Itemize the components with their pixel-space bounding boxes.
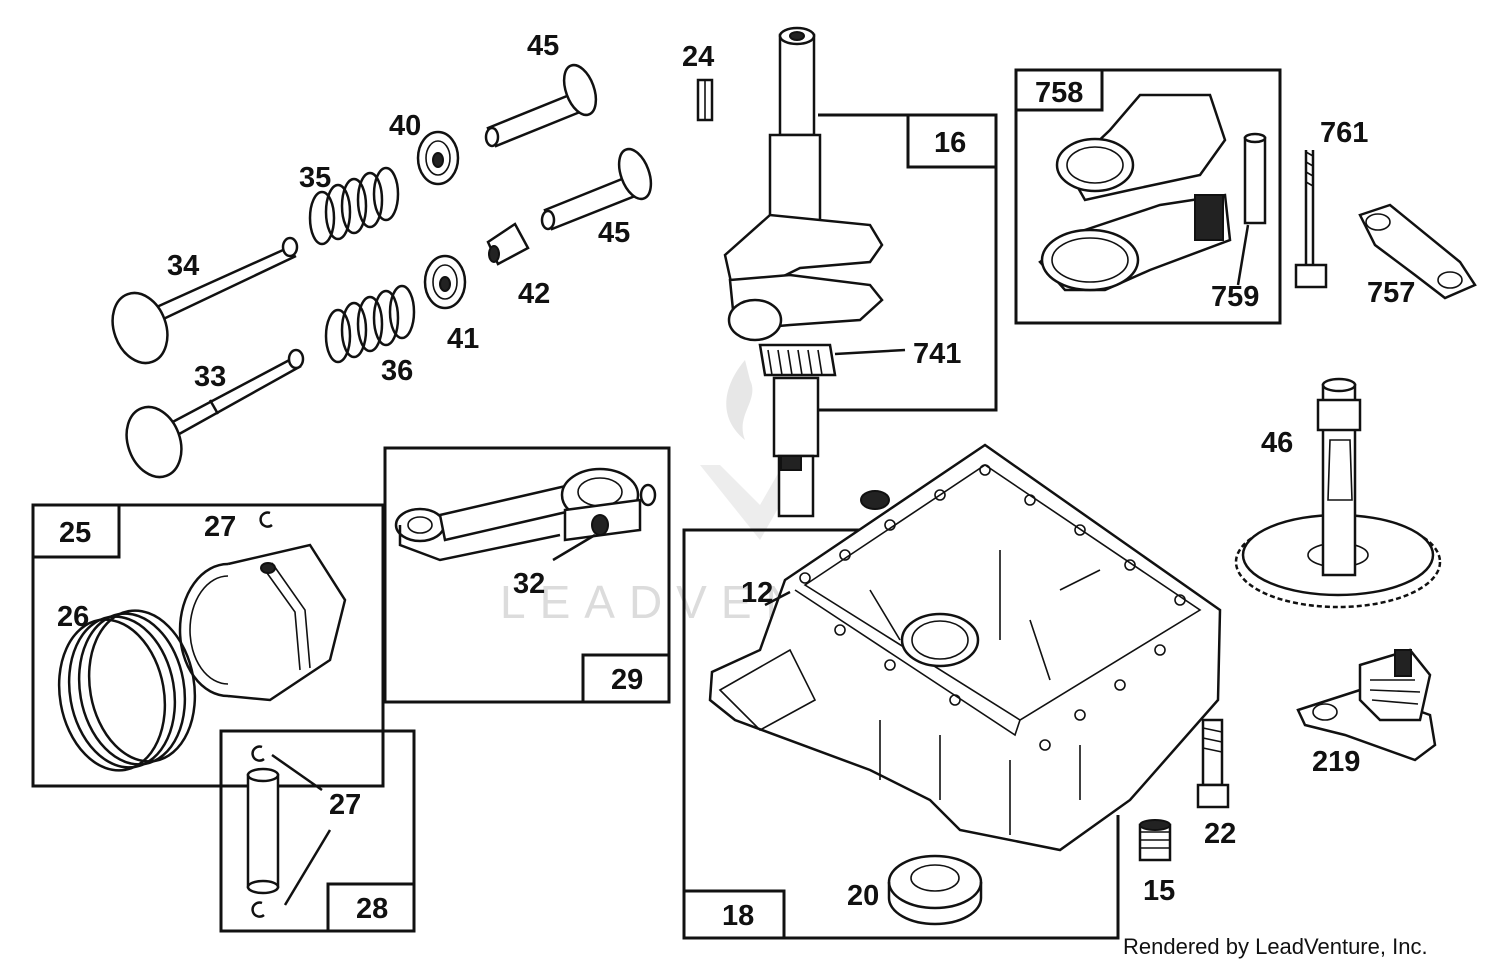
box-label-25: 25: [59, 517, 91, 549]
callout-27: 27: [204, 511, 236, 543]
governor-pin-part[interactable]: [1243, 132, 1267, 225]
box-label-16: 16: [934, 127, 966, 159]
leader-line-741: [834, 348, 906, 356]
crankshaft-part[interactable]: [723, 26, 884, 518]
piston-pin-box-border: [219, 729, 416, 933]
callout-27: 27: [329, 789, 361, 821]
box-label-29: 29: [611, 664, 643, 696]
box-tab-16[interactable]: [906, 113, 998, 169]
piston-box-border: [31, 503, 385, 788]
callout-20: 20: [847, 880, 879, 912]
leader-line-27a: [271, 753, 323, 792]
governor-link-part[interactable]: [1358, 203, 1477, 300]
callout-46: 46: [1261, 427, 1293, 459]
spring-retainer-part[interactable]: [423, 254, 467, 310]
callout-26: 26: [57, 601, 89, 633]
box-tab-28[interactable]: [326, 882, 416, 933]
valve-spring-part[interactable]: [308, 166, 400, 246]
piston-clip-part[interactable]: [259, 511, 273, 528]
valve-spring-part[interactable]: [324, 284, 416, 364]
valve-tappet-part[interactable]: [484, 61, 602, 148]
credit-text: Rendered by LeadVenture, Inc.: [1123, 934, 1428, 959]
callout-45: 45: [598, 217, 630, 249]
oil-seal-part[interactable]: [887, 854, 983, 926]
leader-line-27b: [283, 829, 332, 906]
camshaft-gear-part[interactable]: [1234, 377, 1442, 609]
box-tab-29[interactable]: [581, 653, 671, 704]
callout-22: 22: [1204, 818, 1236, 850]
box-label-758: 758: [1035, 77, 1083, 109]
callout-35: 35: [299, 162, 331, 194]
connecting-rod-part[interactable]: [394, 467, 657, 562]
leader-line-759: [1236, 224, 1250, 286]
connecting-rod-box-border: [383, 446, 671, 704]
watermark-logo: [700, 360, 800, 540]
box-label-18: 18: [722, 900, 754, 932]
piston-part[interactable]: [178, 543, 347, 702]
governor-box-border: [1014, 68, 1282, 325]
leader-line-12: [764, 590, 791, 607]
piston-pin-part[interactable]: [246, 767, 280, 895]
governor-bracket-part[interactable]: [1038, 93, 1232, 292]
callout-36: 36: [381, 355, 413, 387]
governor-assembly-part[interactable]: [1296, 648, 1437, 762]
piston-rings-part[interactable]: [48, 602, 207, 779]
box-tab-18[interactable]: [682, 889, 786, 940]
pin-clip-part[interactable]: [251, 745, 265, 918]
sump-bolt-part[interactable]: [1196, 718, 1230, 809]
drain-plug-part[interactable]: [1138, 819, 1172, 862]
callout-42: 42: [518, 278, 550, 310]
callout-759: 759: [1211, 281, 1259, 313]
callout-741: 741: [913, 338, 961, 370]
callout-219: 219: [1312, 746, 1360, 778]
governor-bolt-part[interactable]: [1294, 150, 1328, 289]
engine-sump-part[interactable]: [708, 443, 1222, 852]
intake-valve-part[interactable]: [117, 348, 305, 485]
spring-retainer-part[interactable]: [416, 130, 460, 186]
exhaust-valve-part[interactable]: [103, 236, 299, 371]
leader-line-32: [552, 533, 596, 562]
callout-33: 33: [194, 361, 226, 393]
callout-45: 45: [527, 30, 559, 62]
valve-keeper-part[interactable]: [486, 222, 530, 266]
callout-34: 34: [167, 250, 199, 282]
callout-41: 41: [447, 323, 479, 355]
callout-15: 15: [1143, 875, 1175, 907]
callout-24: 24: [682, 41, 714, 73]
crankshaft-key-part[interactable]: [696, 78, 714, 122]
callout-757: 757: [1367, 277, 1415, 309]
box-label-28: 28: [356, 893, 388, 925]
box-tab-25[interactable]: [31, 503, 121, 559]
valve-tappet-part[interactable]: [540, 145, 657, 231]
callout-761: 761: [1320, 117, 1368, 149]
box-tab-758[interactable]: [1014, 68, 1104, 112]
callout-12: 12: [741, 577, 773, 609]
callout-32: 32: [513, 568, 545, 600]
callout-40: 40: [389, 110, 421, 142]
